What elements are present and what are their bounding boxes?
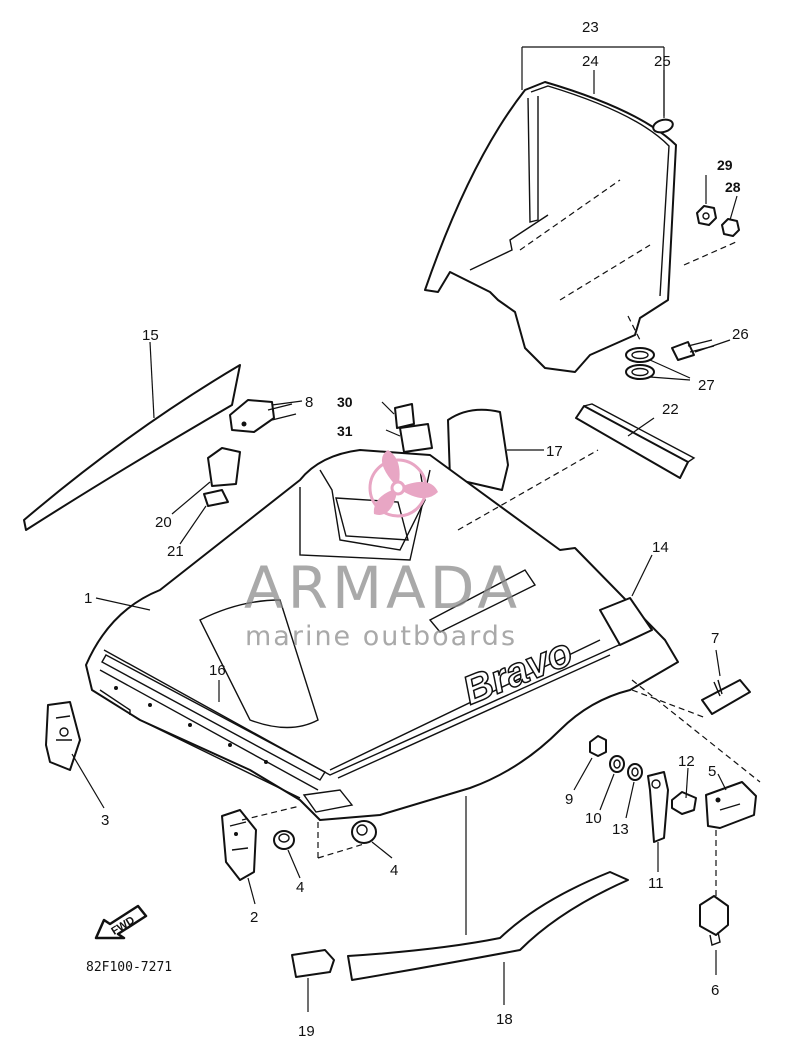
part-number-19: 19 bbox=[298, 1023, 315, 1040]
hook-bracket-5 bbox=[705, 781, 757, 829]
part-number-11: 11 bbox=[648, 875, 664, 892]
pad-21 bbox=[203, 489, 229, 507]
plate-31 bbox=[399, 423, 433, 453]
trim-strip-16 bbox=[101, 654, 326, 781]
part-number-15: 15 bbox=[142, 327, 159, 344]
part-number-24: 24 bbox=[582, 53, 599, 70]
washer-10 bbox=[609, 755, 625, 773]
top-cowling-1: Bravo bbox=[85, 449, 679, 821]
propeller-logo-icon bbox=[368, 450, 438, 518]
part-number-23: 23 bbox=[582, 19, 599, 36]
bolt-26 bbox=[671, 339, 715, 361]
part-number-4a: 4 bbox=[296, 879, 304, 896]
side-stripe-15 bbox=[23, 364, 241, 531]
part-number-8: 8 bbox=[305, 394, 313, 411]
screw-7 bbox=[701, 679, 751, 715]
grommet-4a bbox=[273, 830, 295, 850]
part-number-4b: 4 bbox=[390, 862, 398, 879]
part-number-18: 18 bbox=[496, 1011, 513, 1028]
part-number-22: 22 bbox=[662, 401, 679, 418]
nut-28 bbox=[721, 218, 740, 237]
grommet-4b bbox=[351, 820, 377, 844]
part-number-26: 26 bbox=[732, 326, 749, 343]
forward-arrow-icon: FWD bbox=[94, 904, 148, 940]
part-number-30: 30 bbox=[337, 394, 353, 410]
part-number-27: 27 bbox=[698, 377, 715, 394]
part-number-14: 14 bbox=[652, 539, 669, 556]
part-number-25: 25 bbox=[654, 53, 671, 70]
nut-29 bbox=[696, 205, 717, 226]
o-rings-27 bbox=[625, 347, 655, 380]
part-number-2: 2 bbox=[250, 909, 258, 926]
part-number-1: 1 bbox=[84, 590, 92, 607]
plate-30 bbox=[394, 403, 415, 429]
long-seal-18 bbox=[347, 871, 629, 981]
part-number-29: 29 bbox=[717, 157, 733, 173]
drawing-code: 82F100-7271 bbox=[86, 960, 172, 975]
latch-knob-6 bbox=[699, 895, 729, 946]
bracket-8 bbox=[229, 399, 297, 433]
part-number-labels: 1 2 3 4 4 5 6 7 8 9 10 11 12 13 14 15 16… bbox=[84, 19, 749, 1040]
part-number-21: 21 bbox=[167, 543, 184, 560]
cushion-17 bbox=[447, 408, 509, 491]
part-number-13: 13 bbox=[612, 821, 629, 838]
part-number-31: 31 bbox=[337, 423, 353, 439]
lever-11 bbox=[647, 771, 669, 843]
rubber-seal-25 bbox=[652, 118, 674, 134]
part-number-3: 3 bbox=[101, 812, 109, 829]
leader-lines bbox=[71, 46, 761, 1012]
part-number-7: 7 bbox=[711, 630, 719, 647]
part-number-10: 10 bbox=[585, 810, 602, 827]
armada-watermark: ARMADA marine outboards bbox=[244, 450, 521, 652]
watermark-brand: ARMADA bbox=[244, 554, 521, 622]
watermark-tagline: marine outboards bbox=[245, 621, 517, 652]
washer-9 bbox=[589, 735, 607, 757]
pad-19 bbox=[291, 949, 335, 978]
part-number-28: 28 bbox=[725, 179, 741, 195]
part-number-5: 5 bbox=[708, 763, 716, 780]
part-number-17: 17 bbox=[546, 443, 563, 460]
pad-20 bbox=[207, 447, 241, 487]
part-number-12: 12 bbox=[678, 753, 695, 770]
rear-cover-panel bbox=[424, 81, 677, 373]
part-number-20: 20 bbox=[155, 514, 172, 531]
latch-bracket-3 bbox=[45, 701, 81, 771]
part-number-6: 6 bbox=[711, 982, 719, 999]
pin-12 bbox=[671, 791, 697, 815]
part-number-9: 9 bbox=[565, 791, 573, 808]
foam-strip-22 bbox=[575, 403, 696, 479]
latch-bracket-2 bbox=[221, 809, 257, 881]
part-number-16: 16 bbox=[209, 662, 226, 679]
washer-13 bbox=[627, 763, 643, 781]
